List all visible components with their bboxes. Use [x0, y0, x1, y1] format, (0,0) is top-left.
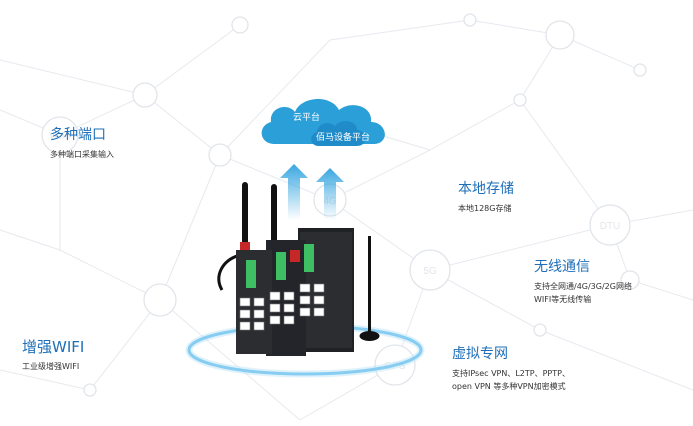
- bg-node-dtu: DTU: [600, 221, 621, 232]
- cloud-label-platform: 云平台: [293, 113, 321, 123]
- feature-title: 本地存储: [458, 181, 514, 197]
- feature-desc: 支持全网通/4G/3G/2G网络: [534, 282, 632, 291]
- antenna-icon: [240, 182, 250, 254]
- feature-multi-port: 多种端口 多种端口采集输入: [50, 126, 114, 161]
- feature-title: 多种端口: [50, 127, 106, 143]
- feature-desc: 多种端口采集输入: [50, 150, 114, 159]
- bg-node-wifi: WIFI: [49, 131, 70, 142]
- arrow-up-icon: [280, 164, 308, 220]
- antenna-icon: [359, 236, 380, 341]
- cloud-platform: 云平台 佰马设备平台: [255, 92, 405, 152]
- feature-desc: 工业级增强WIFI: [22, 362, 80, 371]
- feature-wifi-boost: 增强WIFI 工业级增强WIFI: [22, 338, 84, 373]
- feature-desc: 本地128G存储: [458, 204, 512, 213]
- bg-node-5g: 5G: [423, 266, 437, 277]
- feature-desc: 支持IPsec VPN、L2TP、PPTP、: [452, 369, 570, 378]
- feature-title: 增强WIFI: [22, 338, 85, 356]
- feature-desc: WIFI等无线传输: [534, 295, 592, 304]
- upload-arrows: [280, 164, 344, 220]
- router-device: [217, 182, 380, 356]
- feature-title: 虚拟专网: [452, 346, 508, 362]
- cloud-icon: [261, 98, 385, 146]
- feature-title: 无线通信: [534, 259, 590, 275]
- feature-local-storage: 本地存储 本地128G存储: [458, 180, 514, 215]
- feature-wireless: 无线通信 支持全网通/4G/3G/2G网络 WIFI等无线传输: [534, 258, 632, 306]
- feature-vpn: 虚拟专网 支持IPsec VPN、L2TP、PPTP、 open VPN 等多种…: [452, 345, 570, 393]
- arrow-up-icon: [316, 168, 344, 220]
- feature-desc: open VPN 等多种VPN加密模式: [452, 382, 566, 391]
- cloud-label-device-platform: 佰马设备平台: [316, 133, 371, 143]
